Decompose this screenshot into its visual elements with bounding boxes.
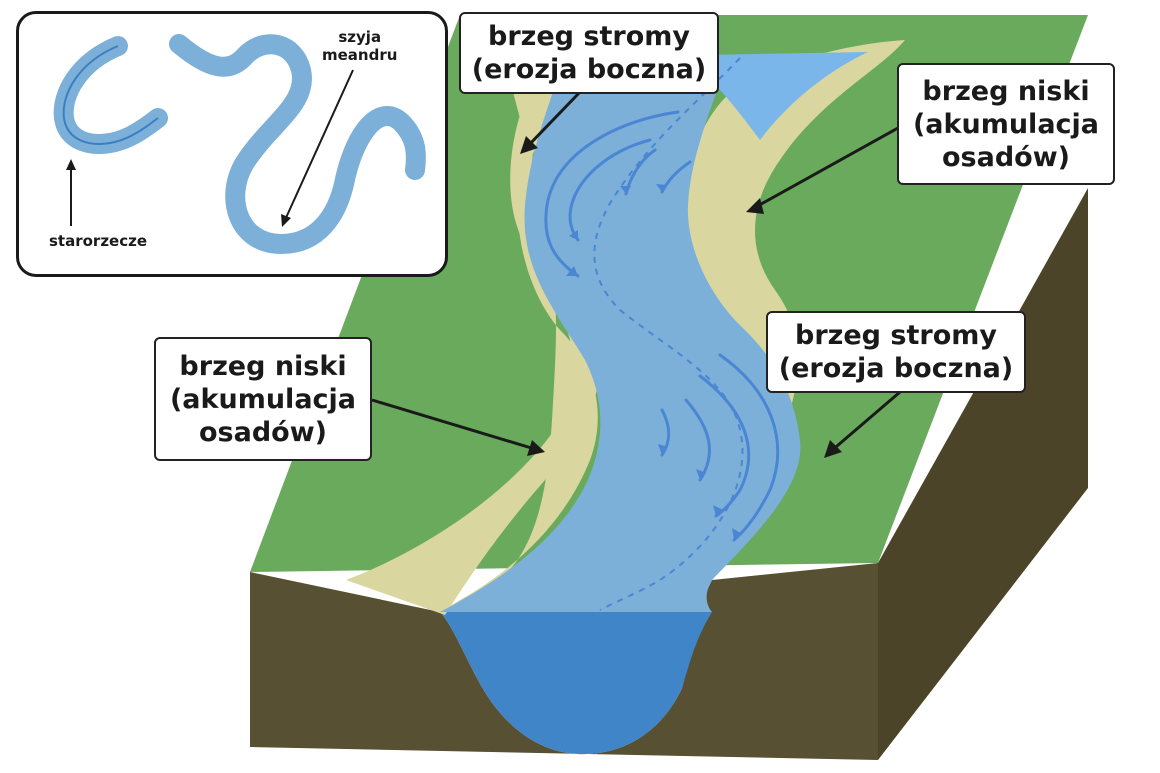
flow-arrowhead bbox=[656, 184, 667, 192]
flow-arrowhead bbox=[566, 266, 578, 276]
river-channel bbox=[440, 55, 801, 612]
inset-meander-map: szyja meandru starorzecze bbox=[16, 11, 448, 277]
oxbow-pointer-head bbox=[66, 159, 76, 170]
flow-arrowhead bbox=[569, 230, 578, 240]
label-line: (erozja boczna) bbox=[471, 54, 707, 85]
label-low-bank-right: brzeg niski (akumulacja osadów) bbox=[897, 63, 1115, 185]
inset-pointers bbox=[66, 69, 354, 227]
flow-arrow bbox=[544, 110, 680, 278]
label-line: (erozja boczna) bbox=[778, 353, 1014, 384]
label-line: osadów) bbox=[199, 416, 327, 448]
point-bar-left bbox=[440, 70, 598, 612]
block-front-face bbox=[250, 563, 878, 760]
inset-drawing bbox=[53, 34, 426, 255]
river-cross-section bbox=[440, 612, 712, 755]
callout-arrowhead bbox=[824, 440, 842, 458]
flow-arrowhead bbox=[620, 186, 631, 194]
flow-arrowheads bbox=[566, 184, 742, 540]
callout-arrowheads bbox=[520, 136, 842, 458]
meander-river bbox=[169, 34, 426, 255]
callout-arrowhead bbox=[527, 440, 545, 456]
callout-arrowhead bbox=[520, 136, 538, 154]
flow-arrowhead bbox=[732, 528, 742, 540]
label-low-bank-left: brzeg niski (akumulacja osadów) bbox=[154, 337, 372, 461]
callout-line-low-left bbox=[371, 398, 539, 452]
flow-arrow bbox=[718, 353, 780, 542]
callout-line-steep-top bbox=[524, 90, 582, 150]
label-steep-bank-right: brzeg stromy (erozja boczna) bbox=[766, 311, 1026, 393]
oxbow-label: starorzecze bbox=[49, 232, 147, 250]
flow-arrowhead bbox=[696, 469, 706, 480]
label-line: brzeg stromy bbox=[795, 320, 997, 351]
thalweg-line bbox=[593, 57, 744, 611]
label-line: brzeg niski bbox=[179, 350, 347, 382]
callout-arrows bbox=[371, 90, 901, 454]
point-bar-right bbox=[681, 40, 905, 530]
left-bank-sand bbox=[346, 70, 600, 615]
neck-pointer-line bbox=[284, 69, 354, 221]
oxbow-lake-outline-outer bbox=[62, 45, 159, 145]
callout-line-steep-right bbox=[829, 390, 901, 454]
callout-arrowhead bbox=[746, 198, 764, 214]
flow-arrowhead bbox=[713, 505, 723, 516]
label-line: brzeg stromy bbox=[488, 21, 690, 52]
label-line: brzeg niski bbox=[922, 75, 1090, 107]
label-line: (akumulacja bbox=[169, 383, 357, 415]
block-right-side-face bbox=[878, 188, 1088, 760]
flow-arrowhead bbox=[658, 444, 668, 455]
river-upstream-water bbox=[700, 52, 868, 140]
neck-label-line: meandru bbox=[322, 46, 398, 64]
callout-line-low-right bbox=[753, 126, 899, 210]
neck-pointer-head bbox=[281, 214, 291, 227]
neck-label: szyja meandru bbox=[322, 28, 397, 64]
neck-label-line: szyja bbox=[338, 28, 382, 46]
label-line: osadów) bbox=[942, 141, 1070, 173]
label-line: (akumulacja bbox=[912, 108, 1100, 140]
label-steep-bank-top: brzeg stromy (erozja boczna) bbox=[459, 12, 719, 94]
flow-arrow bbox=[698, 374, 751, 518]
oxbow-label-text: starorzecze bbox=[49, 232, 148, 250]
